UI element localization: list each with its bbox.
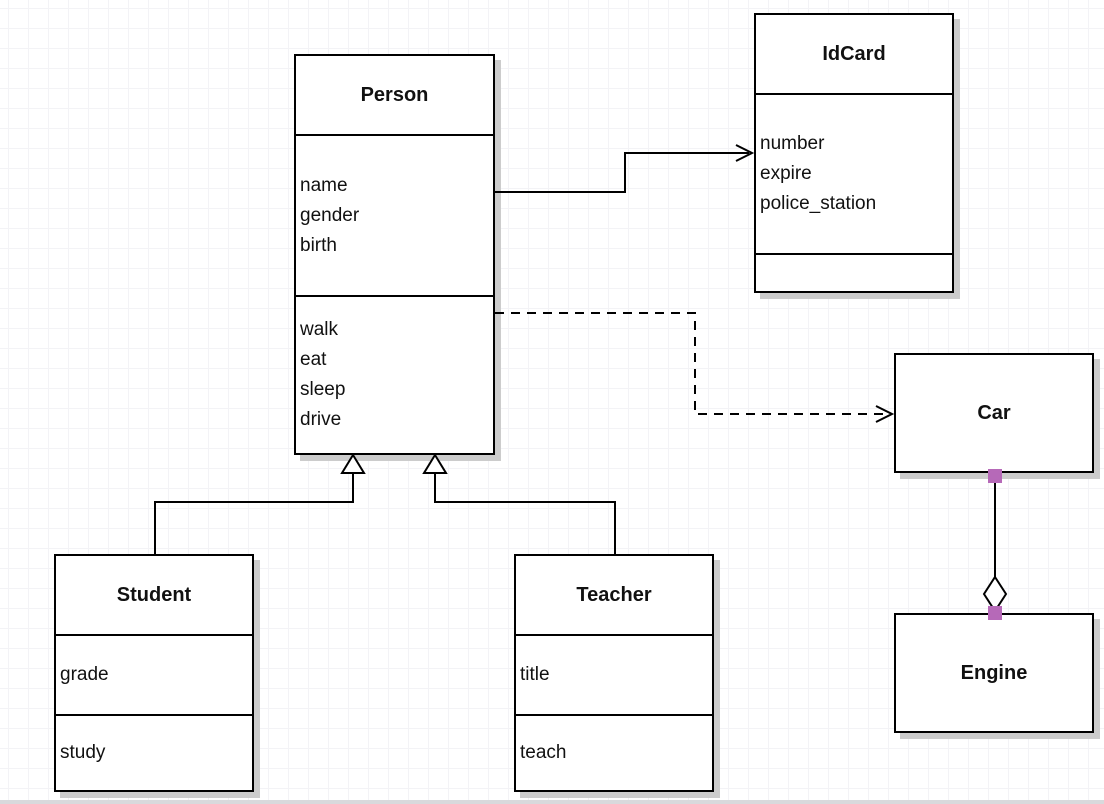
class-teacher-methods: teach — [516, 714, 712, 790]
class-engine[interactable]: Engine — [894, 613, 1094, 733]
class-student-attributes: grade — [56, 634, 252, 714]
aggregation-car-engine[interactable] — [982, 469, 1008, 620]
class-teacher[interactable]: Teacher title teach — [514, 554, 714, 792]
method-label: study — [60, 742, 106, 763]
class-idcard-attributes: number expire police_station — [756, 93, 952, 253]
class-teacher-title: Teacher — [576, 583, 652, 606]
attribute-label: birth — [300, 234, 337, 256]
class-car-title: Car — [977, 401, 1011, 424]
method-label: walk — [300, 319, 339, 340]
generalization-student-person[interactable] — [154, 453, 366, 554]
class-student-title: Student — [116, 583, 192, 606]
method-label: drive — [300, 409, 342, 430]
attribute-label: gender — [300, 204, 360, 226]
class-student[interactable]: Student grade study — [54, 554, 254, 792]
class-idcard[interactable]: IdCard number expire police_station — [754, 13, 954, 293]
method-label: eat — [300, 349, 327, 370]
method-label: sleep — [300, 379, 346, 400]
attribute-label: grade — [60, 664, 109, 685]
class-person-title: Person — [360, 83, 429, 106]
canvas-bottom-edge — [0, 800, 1104, 804]
class-person-attributes: name gender birth — [296, 134, 493, 295]
attribute-label: police_station — [760, 193, 877, 214]
class-person-methods: walk eat sleep drive — [296, 295, 493, 453]
generalization-teacher-person[interactable] — [422, 453, 616, 554]
class-engine-title: Engine — [960, 661, 1028, 684]
attribute-label: title — [520, 664, 550, 685]
class-idcard-methods — [756, 253, 952, 291]
method-label: teach — [520, 742, 567, 763]
association-person-idcard[interactable] — [495, 144, 755, 193]
dependency-person-car[interactable] — [495, 312, 895, 423]
attribute-label: number — [760, 133, 825, 154]
class-student-methods: study — [56, 714, 252, 790]
class-idcard-title: IdCard — [822, 42, 886, 65]
class-person[interactable]: Person name gender birth walk eat sleep … — [294, 54, 495, 455]
attribute-label: expire — [760, 163, 812, 184]
class-teacher-attributes: title — [516, 634, 712, 714]
attribute-label: name — [300, 174, 348, 196]
class-car[interactable]: Car — [894, 353, 1094, 473]
